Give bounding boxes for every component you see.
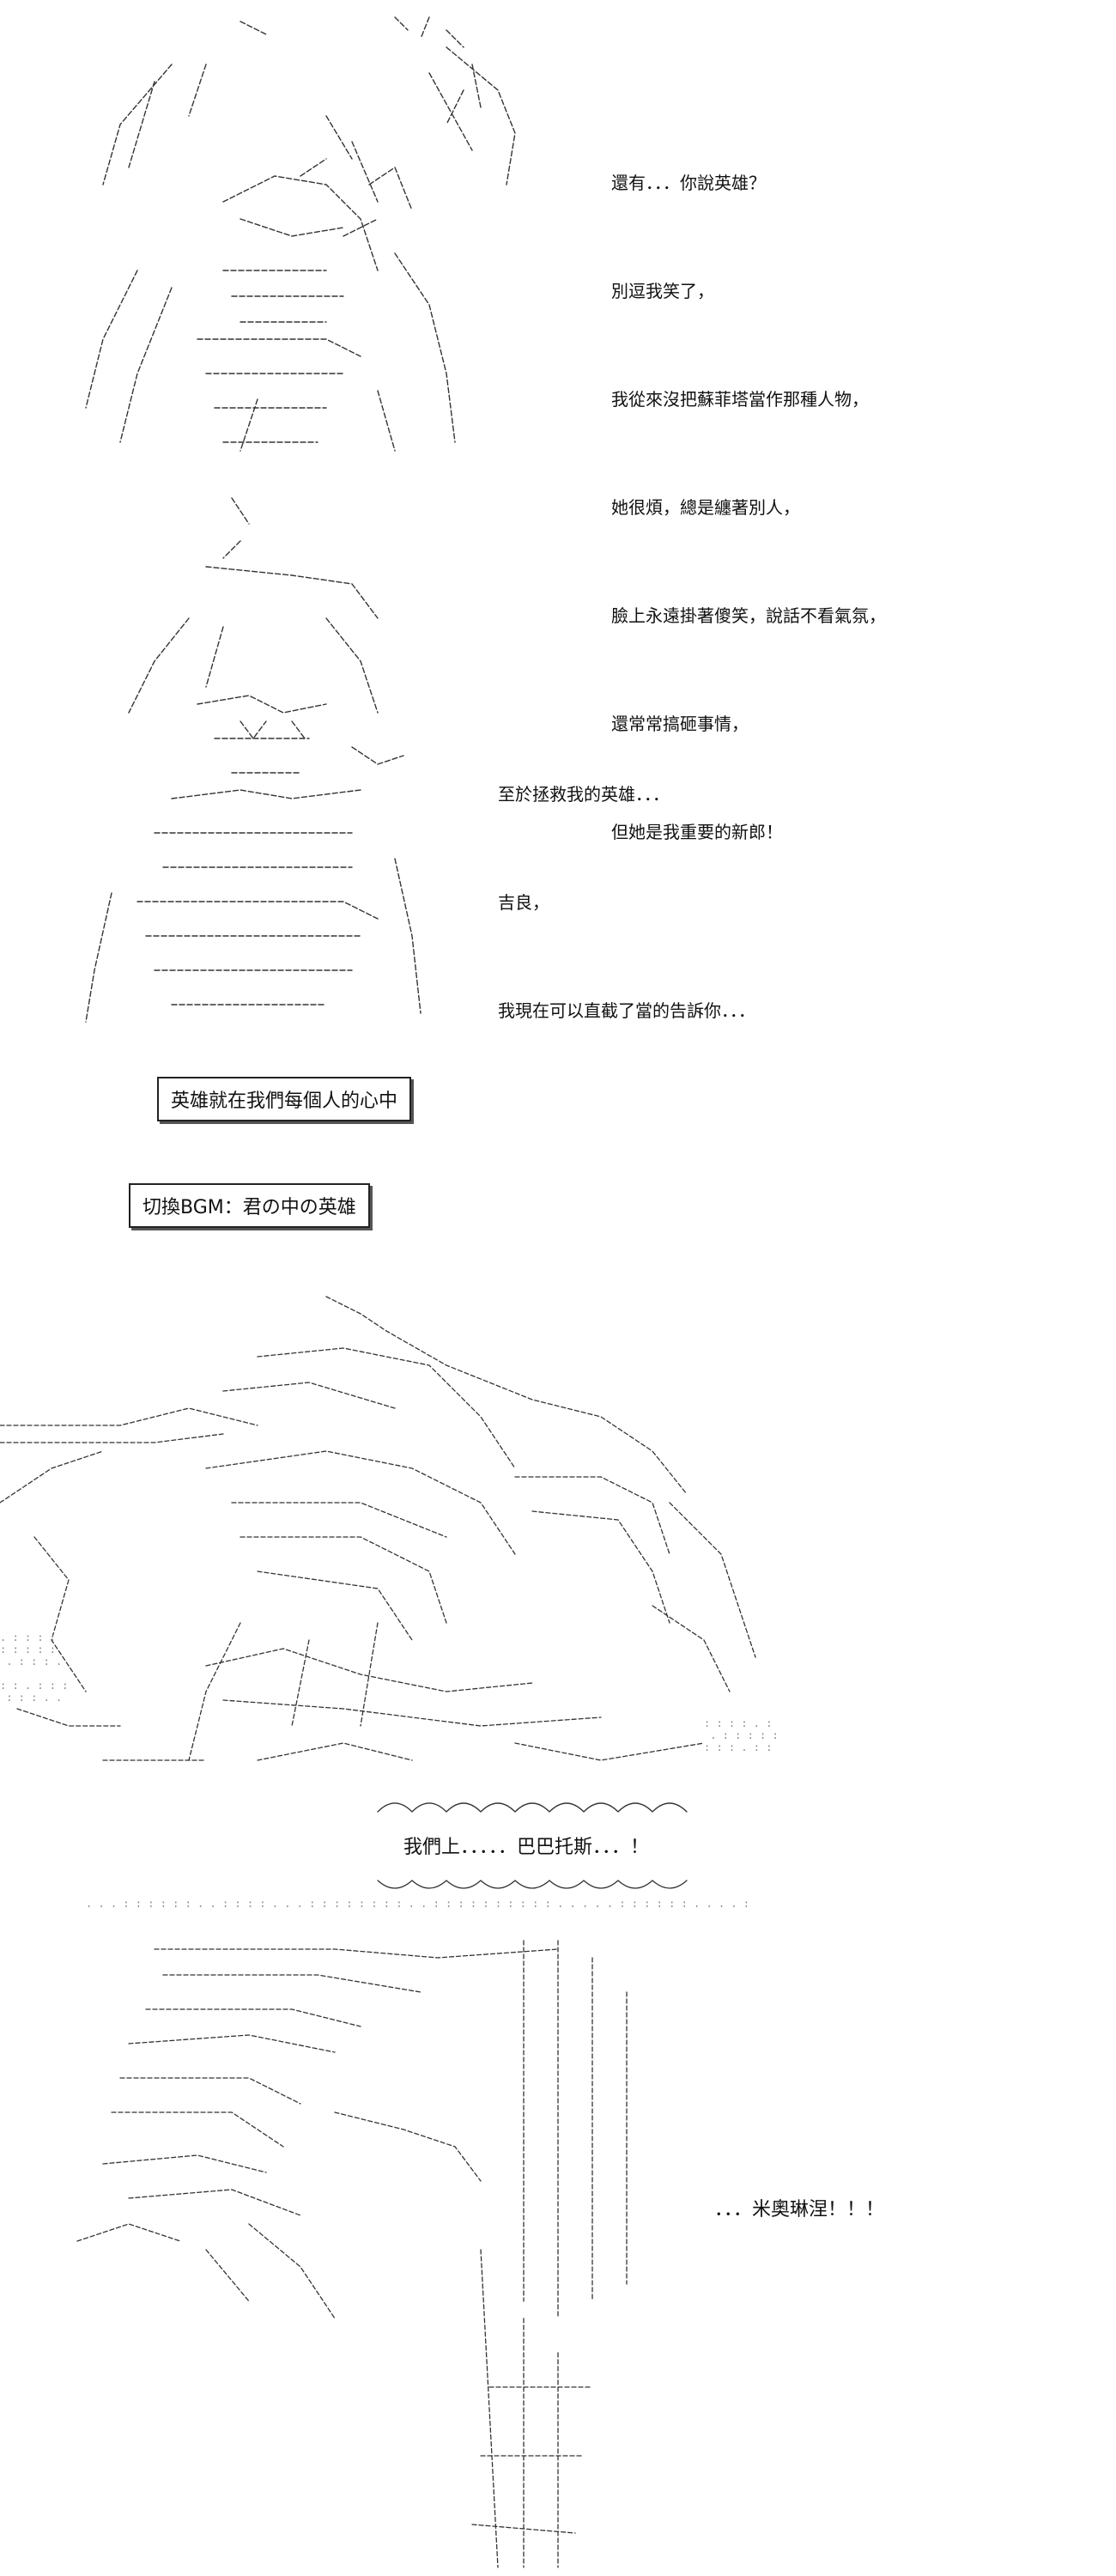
dialogue-line: 臉上永遠掛著傻笑，說話不看氣氛， (611, 605, 886, 626)
character-art-panel1 (69, 13, 584, 459)
mecha-art-panel3 (0, 1279, 824, 1915)
battle-shout: 我們上．．．．．巴巴托斯．．．！ (403, 1832, 649, 1859)
mecha-art-panel4 (76, 1940, 695, 2568)
dust-particles-right: : : : : . : . : : : : : : : : . : : (704, 1717, 779, 1753)
final-shout: ．．．米奧琳涅！！！ (714, 2194, 884, 2221)
final-shout-text: ．．．米奧琳涅！！！ (714, 2199, 885, 2221)
dialogue-line: 還有．．．你說英雄？ (611, 173, 766, 193)
bgm-box: 切換BGM：君の中の英雄 (129, 1183, 370, 1228)
dialogue-line: 吉良， (498, 892, 549, 913)
ground-dots: . . . : : : : : : . . : : : : . . . : : … (86, 1898, 750, 1910)
character-art-panel2 (69, 489, 464, 1030)
caption-text: 英雄就在我們每個人的心中 (171, 1091, 398, 1112)
dialogue-line: 她很煩，總是纏著別人， (611, 497, 800, 518)
dialogue-line: 至於拯救我的英雄．．． (498, 784, 670, 805)
bgm-text: 切換BGM：君の中の英雄 (143, 1197, 356, 1218)
dialogue-line: 別逗我笑了， (611, 281, 714, 301)
battle-shout-text: 我們上．．．．．巴巴托斯．．．！ (403, 1837, 650, 1858)
dialogue-line: 但她是我重要的新郎！ (611, 822, 783, 842)
dialogue-panel2: 至於拯救我的英雄．．． 吉良， 我現在可以直截了當的告訴你．．． (498, 713, 755, 1070)
dialogue-panel1: 還有．．．你說英雄？ 別逗我笑了， 我從來沒把蘇菲塔當作那種人物， 她很煩，總是… (611, 101, 886, 891)
dialogue-line: 還常常搞砸事情， (611, 714, 749, 734)
dialogue-line: 我現在可以直截了當的告訴你．．． (498, 1000, 755, 1021)
dust-particles-left: . : : : : : : : : : . : : : . : : . : : … (0, 1631, 69, 1704)
dialogue-line: 我從來沒把蘇菲塔當作那種人物， (611, 389, 869, 410)
caption-box: 英雄就在我們每個人的心中 (157, 1077, 412, 1121)
